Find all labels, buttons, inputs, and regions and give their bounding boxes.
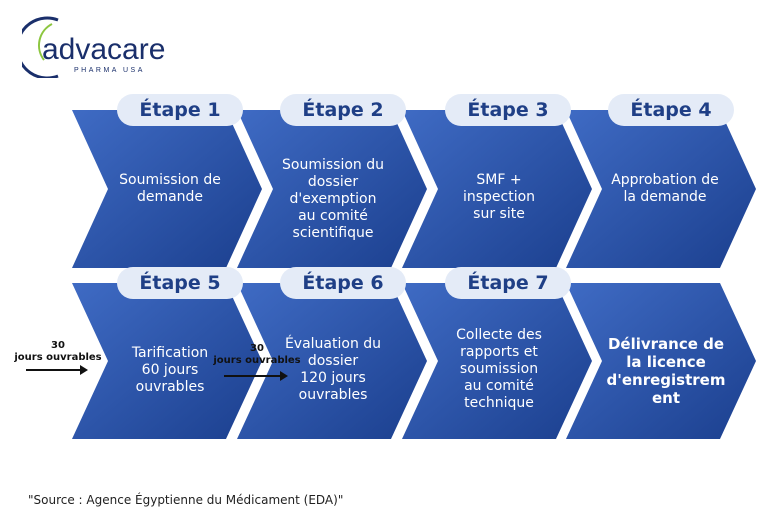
badge-step-6: Étape 6 — [280, 267, 406, 299]
badge-step-2: Étape 2 — [280, 94, 406, 126]
arrow-note-2-number: 30 — [250, 343, 264, 354]
arrow-note-2: 30 jours ouvrables — [211, 343, 303, 367]
badge-step-5: Étape 5 — [117, 267, 243, 299]
step-1-text: Soumission de demande — [119, 172, 221, 205]
step-3-text: SMF + inspection sur site — [462, 172, 536, 222]
arrow-note-1: 30 jours ouvrables — [10, 340, 106, 364]
logo-arc — [22, 16, 59, 78]
chevron-step-7 — [402, 283, 592, 439]
chevron-step-3 — [402, 110, 592, 268]
chevron-step-1 — [72, 110, 262, 268]
step-2-text: Soumission du dossier d'exemption au com… — [282, 157, 384, 241]
chevron-step-6 — [237, 283, 427, 439]
step-4-text: Approbation de la demande — [611, 172, 719, 205]
source-caption: "Source : Agence Égyptienne du Médicamen… — [28, 493, 344, 507]
process-chevrons — [72, 110, 756, 439]
chevron-step-2 — [237, 110, 427, 268]
chevron-step-5 — [72, 283, 262, 439]
step-6-text: Évaluation du dossier 120 jours ouvrable… — [284, 336, 382, 403]
arrow-note-1-number: 30 — [51, 340, 65, 351]
chevron-step-4 — [566, 110, 756, 268]
logo-brand: advacare — [42, 33, 165, 66]
chevron-step-8 — [566, 283, 756, 439]
badge-step-1: Étape 1 — [117, 94, 243, 126]
advacare-logo: advacare PHARMA USA — [22, 16, 165, 78]
badge-step-4: Étape 4 — [608, 94, 734, 126]
arrow-1-line — [26, 369, 80, 371]
logo-tagline: PHARMA USA — [74, 67, 145, 74]
step-5-text: Tarification 60 jours ouvrables — [131, 345, 209, 395]
arrow-note-2-label: jours ouvrables — [213, 355, 301, 366]
arrow-2-line — [224, 375, 280, 377]
badge-step-3: Étape 3 — [445, 94, 571, 126]
logo-arc-green — [38, 23, 53, 61]
arrow-note-1-label: jours ouvrables — [14, 352, 102, 363]
badge-step-7: Étape 7 — [445, 267, 571, 299]
step-7-text: Collecte des rapports et soumission au c… — [456, 327, 542, 411]
arrow-2-head — [280, 371, 288, 381]
arrow-1-head — [80, 365, 88, 375]
step-8-text: Délivrance de la licence d'enregistrem e… — [606, 335, 726, 407]
